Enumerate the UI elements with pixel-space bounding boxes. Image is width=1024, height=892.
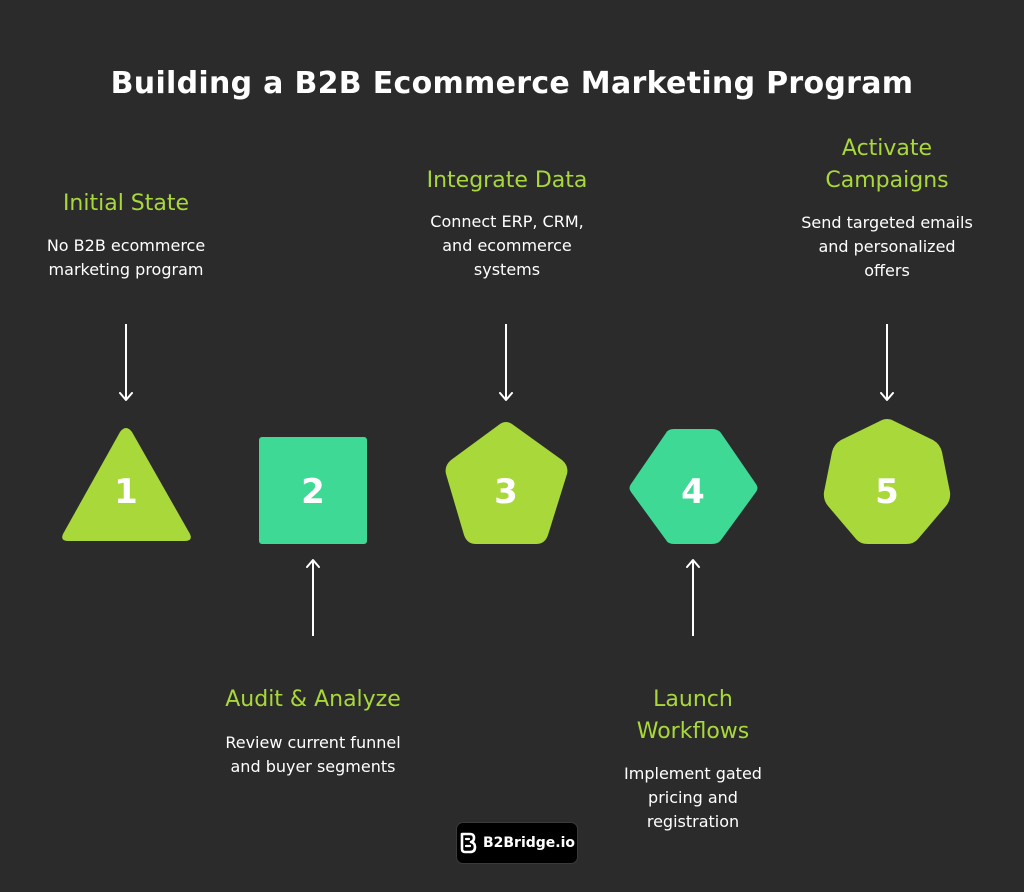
step-3-label-text: Integrate Data: [426, 168, 588, 193]
step-1-label: Initial State: [26, 188, 226, 220]
step-5-description: Send targeted emails and personalized of…: [767, 211, 1007, 283]
step-5-description-line: and personalized: [818, 237, 956, 256]
step-3-description-line: systems: [473, 260, 541, 279]
heptagon-shape: [823, 419, 951, 544]
step-4-shape: 4: [629, 429, 758, 544]
step-4-description-line: registration: [646, 812, 740, 831]
step-5-label-line: Campaigns: [825, 168, 949, 193]
pentagon-shape: [445, 422, 568, 544]
square-shape: [259, 437, 367, 544]
step-5-label: Activate Campaigns: [777, 133, 997, 197]
step-3-description: Connect ERP, CRM, and ecommerce systems: [397, 210, 617, 282]
step-1-number: 1: [114, 472, 138, 512]
step-1-label-text: Initial State: [62, 191, 190, 216]
step-5-number: 5: [875, 472, 899, 512]
step-2-shape: 2: [259, 437, 367, 544]
step-4-description: Implement gated pricing and registration: [583, 762, 803, 834]
step-1-description-line: marketing program: [48, 260, 204, 279]
step-4-label: Launch Workflows: [583, 684, 803, 748]
step-1-description: No B2B ecommerce marketing program: [16, 234, 236, 282]
step-4-label-line: Workflows: [636, 719, 750, 744]
step-5-description-line: Send targeted emails: [801, 213, 973, 232]
b2bridge-badge[interactable]: B2Bridge.io: [456, 822, 578, 864]
step-2-number: 2: [301, 472, 325, 512]
step-3-description-line: Connect ERP, CRM,: [430, 212, 584, 231]
step-2-label: Audit & Analyze: [188, 684, 438, 716]
step-3-shape: 3: [445, 422, 568, 544]
step-3-description-line: and ecommerce: [442, 236, 572, 255]
step-5-description-line: offers: [864, 261, 910, 280]
b2bridge-logo-icon: [460, 832, 477, 854]
diagram-title: Building a B2B Ecommerce Marketing Progr…: [110, 66, 914, 101]
step-2-description: Review current funnel and buyer segments: [188, 731, 438, 779]
badge-text: B2Bridge.io: [482, 835, 576, 851]
step-2-label-text: Audit & Analyze: [225, 687, 401, 712]
step-4-description-line: Implement gated: [624, 764, 762, 783]
triangle-shape: [62, 428, 191, 541]
hexagon-shape: [629, 429, 758, 544]
step-4-label-line: Launch: [653, 687, 733, 712]
step-1-shape: 1: [62, 428, 191, 541]
step-4-description-line: pricing and: [648, 788, 738, 807]
step-5-label-line: Activate: [841, 136, 933, 161]
step-1-description-line: No B2B ecommerce: [46, 236, 206, 255]
step-2-description-line: Review current funnel: [225, 733, 401, 752]
step-5-shape: 5: [823, 419, 951, 544]
step-3-label: Integrate Data: [387, 165, 627, 197]
step-4-number: 4: [681, 472, 705, 512]
step-2-description-line: and buyer segments: [230, 757, 396, 776]
step-3-number: 3: [494, 472, 518, 512]
